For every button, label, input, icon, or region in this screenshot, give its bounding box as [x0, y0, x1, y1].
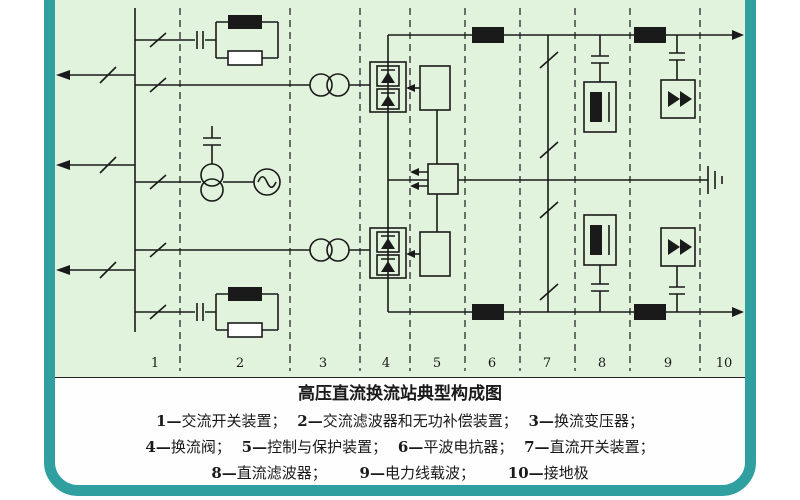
dc-pole-line-top — [388, 30, 744, 40]
legend-item-number: 10— — [507, 464, 544, 482]
legend: 1—交流开关装置； 2—交流滤波器和无功补偿装置； 3—换流变压器； 4—换流阀… — [55, 412, 745, 482]
smoothing-reactor-bottom — [472, 304, 504, 320]
legend-item-number: 7— — [524, 438, 550, 456]
plc-wave-trap-bottom — [634, 304, 666, 320]
converter-transformer-top — [135, 73, 370, 97]
ac-feeder-lines — [56, 66, 135, 279]
dc-line-arrow-icon — [732, 30, 744, 40]
control-protection-bottom — [406, 194, 451, 277]
zone-label-10: 10 — [716, 356, 733, 371]
control-protection-top — [406, 65, 451, 164]
legend-item-term: 接地极 — [543, 464, 589, 482]
ac-line-arrow-icon — [56, 70, 70, 80]
schematic-diagram: 1 2 3 4 5 6 7 8 9 10 — [56, 8, 744, 371]
plc-coupling-bottom — [660, 227, 696, 312]
caption-panel: 高压直流换流站典型构成图 1—交流开关装置； 2—交流滤波器和无功补偿装置； 3… — [55, 377, 745, 485]
legend-item-term: 电力线载波； — [384, 464, 475, 482]
legend-item-3: 3—换流变压器； — [529, 412, 644, 430]
legend-item-8: 8—直流滤波器； — [211, 464, 326, 482]
legend-item-4: 4—换流阀； — [145, 438, 230, 456]
legend-item-term: 换流变压器； — [553, 412, 644, 430]
legend-item-10: 10—接地极 — [508, 464, 589, 482]
legend-item-number: 3— — [528, 412, 554, 430]
legend-row-1: 1—交流开关装置； 2—交流滤波器和无功补偿装置； 3—换流变压器； — [55, 412, 745, 430]
dc-filter-top — [583, 35, 617, 133]
legend-item-term: 平波电抗器； — [423, 438, 514, 456]
legend-row-3: 8—直流滤波器； 9—电力线载波； 10—接地极 — [55, 464, 745, 482]
legend-item-2: 2—交流滤波器和无功补偿装置； — [297, 412, 517, 430]
legend-item-5: 5—控制与保护装置； — [242, 438, 387, 456]
converter-valve-bottom — [369, 227, 407, 279]
legend-item-number: 1— — [156, 412, 182, 430]
legend-item-number: 9— — [359, 464, 385, 482]
legend-item-9: 9—电力线载波； — [360, 464, 475, 482]
converter-transformer-bottom — [135, 238, 370, 262]
zone-boundaries — [179, 8, 701, 371]
zone-label-9: 9 — [664, 356, 672, 371]
control-protection-middle — [410, 163, 459, 195]
legend-item-7: 7—直流开关装置； — [524, 438, 654, 456]
zone-label-5: 5 — [433, 356, 441, 371]
dc-filter-bottom — [583, 214, 617, 312]
ac-line-arrow-icon — [56, 160, 70, 170]
zone-label-1: 1 — [151, 356, 159, 371]
shunt-capacitor-icon — [203, 126, 221, 164]
legend-item-number: 6— — [397, 438, 424, 456]
ac-filter-top — [135, 15, 279, 66]
schematic-area: 1 2 3 4 5 6 7 8 9 10 — [55, 0, 745, 377]
zone-label-2: 2 — [236, 356, 244, 371]
zone-label-7: 7 — [543, 356, 551, 371]
dc-switchgear — [539, 35, 559, 312]
ac-filter-bottom — [135, 287, 279, 338]
synchronous-condenser — [135, 163, 281, 202]
legend-item-term: 换流阀； — [170, 438, 231, 456]
legend-item-term: 交流滤波器和无功补偿装置； — [322, 412, 518, 430]
legend-item-6: 6—平波电抗器； — [398, 438, 513, 456]
legend-row-2: 4—换流阀； 5—控制与保护装置； 6—平波电抗器； 7—直流开关装置； — [55, 438, 745, 456]
zone-labels: 1 2 3 4 5 6 7 8 9 10 — [151, 356, 732, 371]
smoothing-reactor-top — [472, 27, 504, 43]
ground-electrode-icon — [707, 166, 723, 194]
legend-item-term: 控制与保护装置； — [267, 438, 388, 456]
legend-item-number: 4— — [145, 438, 171, 456]
dc-pole-line-bottom — [388, 307, 744, 317]
zone-label-8: 8 — [598, 356, 606, 371]
zone-label-3: 3 — [319, 356, 327, 371]
legend-item-number: 2— — [297, 412, 323, 430]
converter-valve-top — [369, 61, 407, 113]
legend-item-number: 5— — [241, 438, 268, 456]
plc-coupling-top — [660, 35, 696, 119]
zone-label-4: 4 — [382, 356, 390, 371]
diagram-title: 高压直流换流站典型构成图 — [298, 384, 502, 404]
legend-item-term: 交流开关装置； — [181, 412, 287, 430]
legend-item-term: 直流开关装置； — [549, 438, 655, 456]
zone-label-6: 6 — [488, 356, 496, 371]
legend-item-number: 8— — [211, 464, 237, 482]
plc-wave-trap-top — [634, 27, 666, 43]
dc-line-arrow-icon — [732, 307, 744, 317]
legend-item-1: 1—交流开关装置； — [156, 412, 286, 430]
legend-item-term: 直流滤波器； — [236, 464, 327, 482]
ac-line-arrow-icon — [56, 265, 70, 275]
